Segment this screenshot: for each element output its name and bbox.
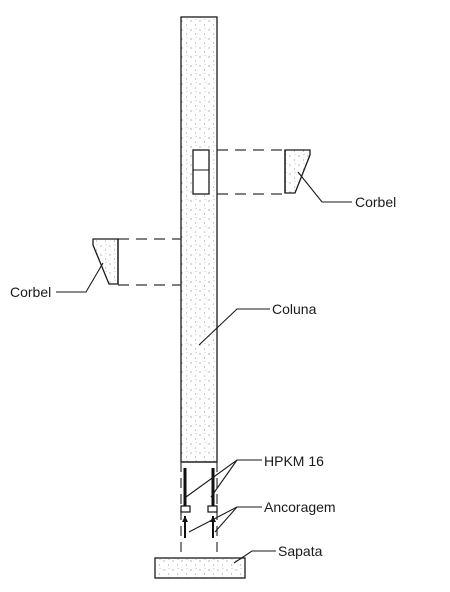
corbel-left-label: Corbel xyxy=(10,284,51,300)
column xyxy=(180,16,218,463)
corbel-right xyxy=(217,149,311,195)
column-label: Coluna xyxy=(272,301,317,317)
corbel-left xyxy=(92,238,181,286)
footing-label: Sapata xyxy=(278,543,323,559)
anchorage-label: Ancoragem xyxy=(264,499,336,515)
corbel-right-label: Corbel xyxy=(355,194,396,210)
anchorage-rebars xyxy=(180,462,218,558)
rebar-label: HPKM 16 xyxy=(264,453,324,469)
column-opening xyxy=(192,149,210,195)
leader-lines xyxy=(56,171,352,564)
footing xyxy=(154,557,246,579)
